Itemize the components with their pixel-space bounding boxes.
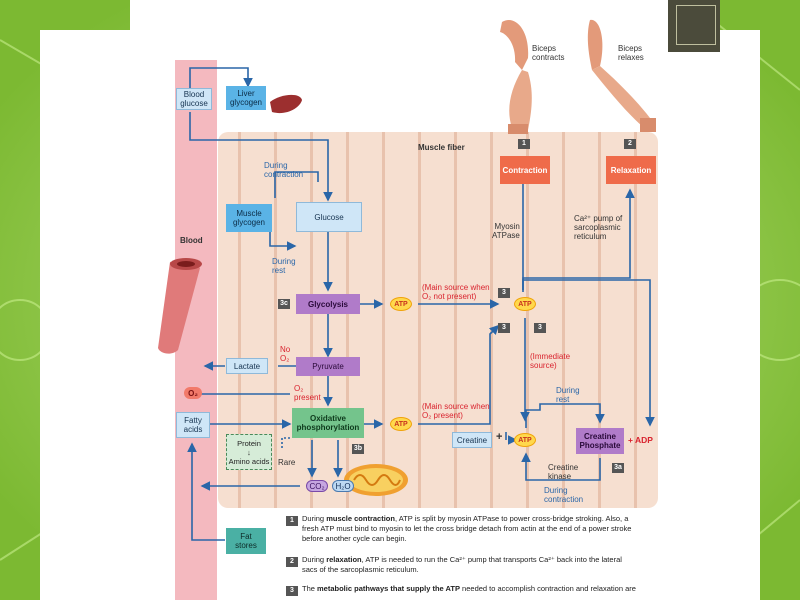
blood-label: Blood xyxy=(180,236,203,245)
mitochondrion-illustration xyxy=(344,464,408,496)
caption-2: During relaxation, ATP is needed to run … xyxy=(302,555,622,574)
caption-3-badge: 3 xyxy=(286,586,298,596)
relaxation-box: Relaxation xyxy=(606,156,656,184)
plus-adp-label: + ADP xyxy=(628,435,653,445)
blood-vessel-illustration xyxy=(158,258,202,354)
rare-note: Rare xyxy=(278,458,296,467)
atp-glycolysis: ATP xyxy=(390,297,412,311)
caption-2-badge: 2 xyxy=(286,557,298,567)
corner-accent-frame xyxy=(676,5,716,45)
creatine-box: Creatine xyxy=(452,432,492,448)
muscle-fiber-title: Muscle fiber xyxy=(418,143,465,152)
step-2-badge: 2 xyxy=(624,139,636,149)
protein-amino-acids-box: Protein↓Amino acids xyxy=(226,434,272,470)
contraction-box: Contraction xyxy=(500,156,550,184)
co2-badge: CO₂ xyxy=(306,480,328,492)
h2o-badge: H₂O xyxy=(332,480,354,492)
biceps-contracts-illustration xyxy=(500,19,532,134)
step-3-badge-c: 3 xyxy=(534,323,546,333)
step-3-badge-a: 3 xyxy=(498,288,510,298)
lactate-box: Lactate xyxy=(226,358,268,374)
atp-oxphos: ATP xyxy=(390,417,412,431)
atp-central: ATP xyxy=(514,297,536,311)
caption-1: During muscle contraction, ATP is split … xyxy=(302,514,632,543)
step-3a-badge: 3a xyxy=(612,463,624,473)
liver-illustration xyxy=(270,94,302,114)
caption-3: The metabolic pathways that supply the A… xyxy=(302,584,636,593)
step-3-badge-b: 3 xyxy=(498,323,510,333)
atp-creatine: ATP xyxy=(514,433,536,447)
pyruvate-box: Pyruvate xyxy=(296,357,360,376)
caption-1-badge: 1 xyxy=(286,516,298,526)
step-3b-badge: 3b xyxy=(352,444,364,454)
glycolysis-box: Glycolysis xyxy=(296,294,360,314)
o2-badge: O₂ xyxy=(184,387,202,399)
step-3c-badge: 3c xyxy=(278,299,290,309)
biceps-relaxes-illustration xyxy=(587,19,656,132)
step-1-badge: 1 xyxy=(518,139,530,149)
glucose-box: Glucose xyxy=(296,202,362,232)
plus-sign: + xyxy=(496,431,503,443)
